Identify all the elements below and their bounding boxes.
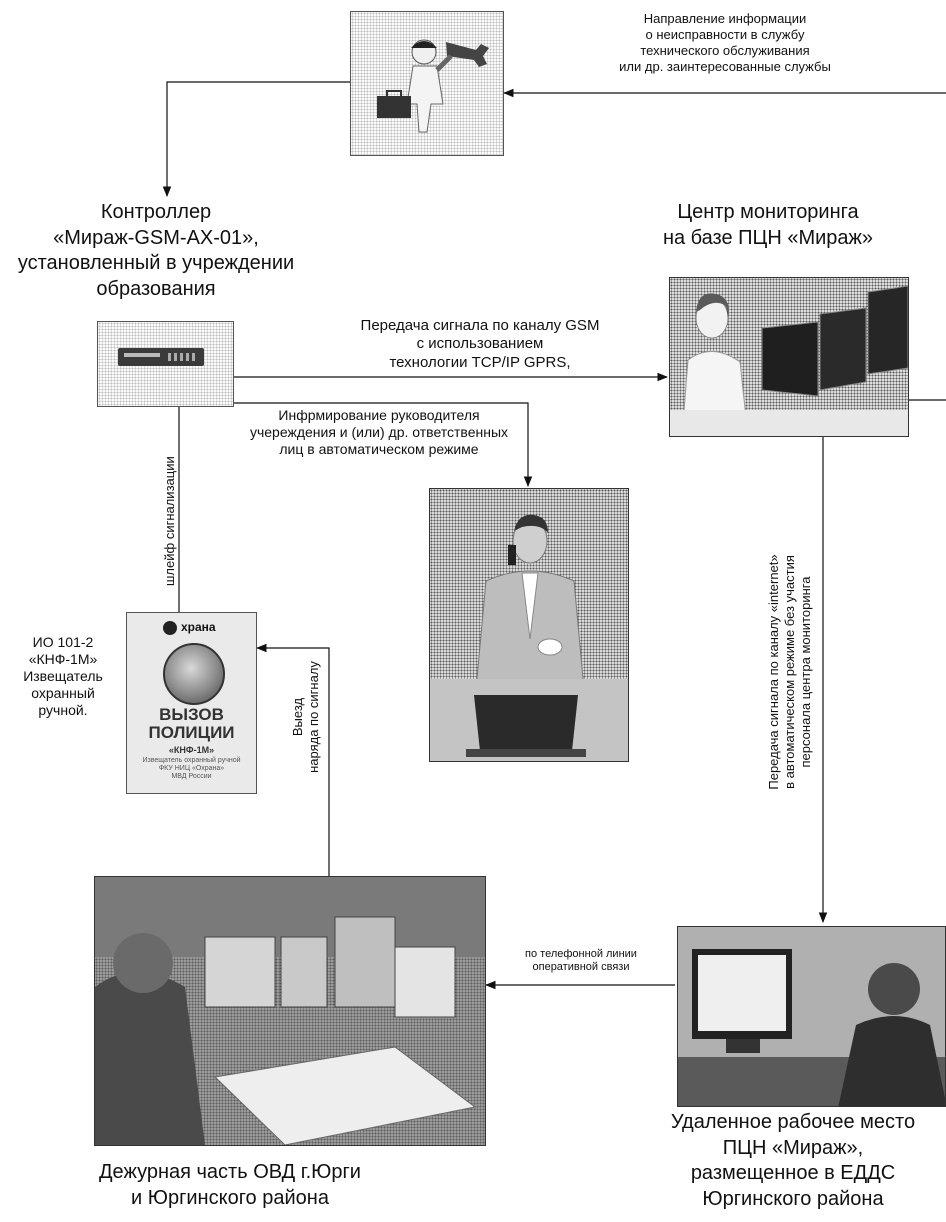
detector-fine-print: Извещатель охранный ручной ФКУ НИЦ «Охра… [142, 757, 241, 781]
duty-room-photo [94, 876, 486, 1146]
panic-button-detector: храна ВЫЗОВ ПОЛИЦИИ «КНФ-1М» Извещатель … [126, 612, 257, 794]
detector-logo-icon [163, 621, 177, 635]
label-remote-workplace: Удаленное рабочее место ПЦН «Мираж», раз… [670, 1111, 916, 1210]
controller-device-image [118, 348, 204, 366]
label-alarm-loop: шлейф сигнализации [162, 456, 177, 586]
manager-on-phone-photo [429, 488, 629, 762]
arrow-squad-departure [255, 643, 330, 876]
detector-brand: храна [181, 620, 216, 634]
detector-title-1: ВЫЗОВ [159, 705, 224, 724]
label-controller: Контроллер «Мираж-GSM-AX-01», установлен… [17, 201, 295, 300]
label-squad-departure: Выезд наряда по сигналу [290, 661, 321, 773]
arrow-service-to-controller [162, 81, 350, 198]
technician-box [350, 11, 504, 156]
monitoring-operator-photo [669, 277, 909, 437]
arrow-notify-manager [234, 402, 533, 488]
label-service-direction: Направление информации о неисправности в… [619, 11, 831, 74]
label-notify-head: Инфрмирование руководителя учереждения и… [249, 407, 509, 458]
label-duty-unit: Дежурная часть ОВД г.Юрги и Юргинского р… [99, 1161, 361, 1209]
label-internet-transmission: Передача сигнала по каналу «internet» в … [766, 554, 813, 790]
label-gsm-transmission: Передача сигнала по каналу GSM с использ… [360, 317, 600, 371]
label-monitoring-center: Центр мониторинга на базе ПЦН «Мираж» [662, 201, 874, 249]
detector-button-icon [163, 643, 225, 705]
controller-device-box [97, 321, 234, 407]
technician-with-wrench-icon [377, 39, 489, 133]
label-phone-line: по телефонной линии оперативной связи [525, 948, 637, 974]
remote-workplace-photo [677, 926, 946, 1107]
detector-model: «КНФ-1М» [168, 745, 215, 755]
detector-title-2: ПОЛИЦИИ [148, 723, 235, 742]
label-detector-caption: ИО 101-2 «КНФ-1М» Извещатель охранный ру… [23, 634, 103, 719]
